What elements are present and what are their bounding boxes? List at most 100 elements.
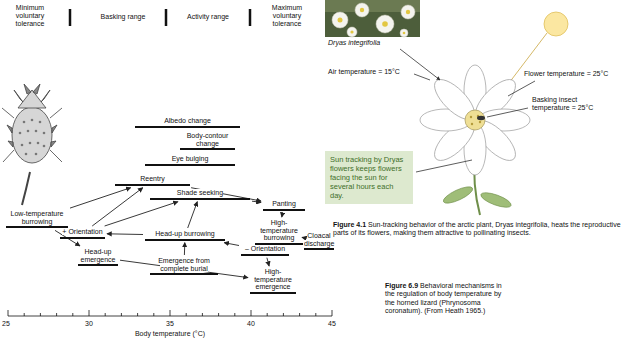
- axis-tick: [283, 313, 284, 316]
- label-box: Dryas integrifolia: [328, 39, 420, 47]
- transition-arrow: [267, 258, 269, 266]
- label-box: Maximum voluntary tolerance: [258, 4, 316, 28]
- note-box: Sun tracking by Dryas flowers keeps flow…: [325, 151, 413, 204]
- text-label: Dryas integrifolia: [328, 39, 380, 46]
- behavior-bar: Cloacal discharge: [304, 232, 334, 250]
- axis-tick: [24, 313, 25, 316]
- axis-tick: [267, 313, 268, 316]
- axis-tick: [299, 313, 300, 316]
- note-text: Sun tracking by Dryas flowers keeps flow…: [330, 155, 403, 200]
- axis-tick: [89, 310, 90, 316]
- behavior-bar: Body-contour change: [180, 132, 235, 150]
- transition-arrow: [281, 213, 283, 217]
- axis-number: 35: [166, 320, 174, 327]
- behavior-bar: Head-up emergence: [78, 248, 118, 266]
- axis-number: 30: [85, 320, 93, 327]
- transition-arrow: [70, 188, 131, 208]
- behavior-label: High-temperature burrowing: [260, 219, 298, 241]
- axis-tick: [170, 310, 171, 316]
- behavior-bar: Head-up burrowing: [145, 230, 225, 241]
- axis-tick: [137, 313, 138, 316]
- behavior-bar: Shade seeking: [150, 189, 250, 200]
- axis-number: 25: [2, 320, 10, 327]
- behavior-label: Panting: [272, 200, 296, 207]
- behavior-label: Albedo change: [164, 117, 211, 124]
- transition-arrow: [224, 243, 239, 246]
- axis-tick: [202, 313, 203, 316]
- transition-arrow: [252, 201, 261, 202]
- transition-arrow: [107, 233, 143, 235]
- behavior-label: Eye bulging: [172, 155, 209, 162]
- dryas-photo: [325, 0, 420, 37]
- label-box: Air temperature = 15°C: [328, 68, 416, 76]
- caption-text: Sun-tracking behavior of the arctic plan…: [333, 221, 621, 236]
- figure-caption: Figure 6.9 Behavioral mechanisms in the …: [385, 282, 505, 316]
- figure-caption: Figure 4.1 Sun-tracking behavior of the …: [333, 221, 625, 238]
- axis-tick: [186, 313, 187, 316]
- label-box: 25: [2, 320, 22, 328]
- text-label: Flower temperature = 25°C: [524, 70, 608, 77]
- label-box: Activity range: [173, 13, 243, 21]
- behavior-bar: Albedo change: [135, 117, 240, 128]
- transition-arrow: [92, 188, 143, 226]
- behavior-bar: – Orientation: [241, 245, 289, 256]
- text-label: Air temperature = 15°C: [328, 68, 400, 75]
- behavior-label: Emergence from complete burial: [158, 257, 210, 272]
- behavior-label: Cloacal discharge: [304, 232, 334, 247]
- behavior-label: Body-contour change: [187, 132, 229, 147]
- axis-tick: [251, 310, 252, 316]
- axis-tick: [72, 313, 73, 316]
- axis-number: 45: [328, 320, 336, 327]
- horned-lizard: [2, 84, 62, 205]
- behavior-bar: High-temperature burrowing: [255, 219, 303, 245]
- axis-tick: [315, 313, 316, 316]
- behavior-bar: + Orientation: [60, 228, 105, 239]
- label-box: 35: [160, 320, 180, 328]
- label-box: 30: [79, 320, 99, 328]
- transition-arrow: [188, 202, 198, 228]
- label-box: 40: [241, 320, 261, 328]
- label-box: Flower temperature = 25°C: [524, 70, 626, 78]
- behavior-bar: High-temperature emergence: [250, 268, 296, 294]
- text-label: Maximum voluntary tolerance: [272, 4, 302, 27]
- behavior-label: – Orientation: [245, 245, 285, 252]
- label-box: Basking range: [86, 13, 160, 21]
- label-box: 45: [322, 320, 342, 328]
- figure-number: Figure 6.9: [385, 282, 418, 289]
- axis-number: 40: [247, 320, 255, 327]
- axis-tick: [40, 313, 41, 316]
- behavior-label: Reentry: [140, 175, 165, 182]
- behavior-label: Low-temperature burrowing: [11, 210, 64, 225]
- text-label: Body temperature (°C): [135, 330, 205, 337]
- temperature-axis: [8, 310, 332, 316]
- behavior-bar: Low-temperature burrowing: [6, 210, 68, 228]
- label-box: Basking insect temperature = 25°C: [532, 96, 616, 112]
- axis-tick: [121, 313, 122, 316]
- range-separators: [70, 9, 250, 26]
- behavior-label: Head-up emergence: [80, 248, 115, 263]
- axis-tick: [234, 313, 235, 316]
- text-label: Activity range: [187, 13, 229, 20]
- behavior-label: Shade seeking: [177, 189, 223, 196]
- axis-tick: [153, 313, 154, 316]
- axis-tick: [56, 313, 57, 316]
- text-label: Basking range: [101, 13, 146, 20]
- transition-arrow: [184, 243, 185, 255]
- behavior-bar: Reentry: [115, 175, 190, 186]
- behavior-bar: Emergence from complete burial: [150, 257, 218, 275]
- behavior-label: + Orientation: [62, 228, 102, 235]
- axis-tick: [332, 310, 333, 316]
- behavior-bar: Panting: [263, 200, 305, 211]
- label-box: Body temperature (°C): [110, 330, 230, 338]
- text-label: Minimum voluntary tolerance: [16, 4, 45, 27]
- axis-tick: [105, 313, 106, 316]
- behavior-bar: Eye bulging: [145, 155, 235, 166]
- axis-tick: [8, 310, 9, 316]
- dryas-flower: [420, 65, 530, 215]
- leader-lines: [400, 49, 535, 172]
- text-label: Basking insect temperature = 25°C: [532, 96, 593, 111]
- behavior-label: High-temperature emergence: [254, 268, 292, 290]
